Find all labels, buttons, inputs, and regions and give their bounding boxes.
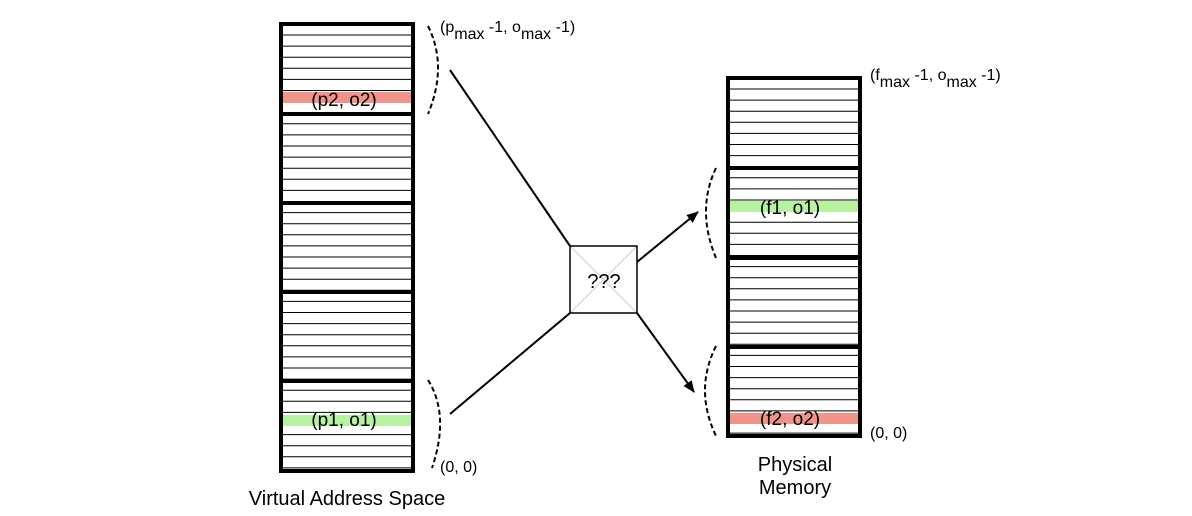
virtual-bottom-brace (427, 379, 442, 469)
physical-frame-dividers (728, 166, 860, 349)
virtual-outline (279, 22, 415, 473)
physical-row-lines (728, 88, 860, 434)
virtual-highlight-bottom-label: (p1, o1) (311, 410, 376, 431)
physical-caption-line2: Memory (758, 477, 832, 499)
physical-highlight-f2-o2 (728, 413, 860, 424)
arrow-to-physical-bottom (636, 312, 695, 393)
physical-highlight-bottom-label: (f2, o2) (760, 409, 820, 430)
physical-top-brace (705, 167, 717, 259)
virtual-caption: Virtual Address Space (248, 488, 446, 510)
arrow-to-physical-top (636, 211, 699, 263)
translator: ??? (569, 245, 638, 314)
translator-cross-2 (569, 245, 638, 314)
physical-top-label: (fmax -1, omax -1) (870, 67, 1001, 91)
connector-virtual-bottom-to-translator (449, 312, 571, 415)
translator-box (569, 245, 638, 314)
virtual-highlight-p1-o1 (281, 415, 413, 426)
physical-caption-line1: Physical (757, 454, 833, 476)
virtual-highlight-top-label: (p2, o2) (311, 90, 376, 111)
physical-highlight-f1-o1 (728, 201, 860, 212)
connector-virtual-top-to-translator (449, 69, 571, 247)
virtual-bottom-label: (0, 0) (440, 459, 477, 476)
physical-highlight-top-label: (f1, o1) (760, 198, 820, 219)
virtual-highlight-p2-o2 (281, 92, 413, 103)
virtual-row-lines (281, 34, 413, 469)
translator-label: ??? (587, 271, 620, 293)
physical-bottom-label: (0, 0) (870, 425, 907, 442)
physical-outline (726, 76, 862, 438)
physical-memory: (f1, o1) (f2, o2) (726, 76, 862, 438)
virtual-top-label: (pmax -1, omax -1) (440, 19, 575, 43)
virtual-page-dividers (281, 112, 413, 383)
physical-bottom-brace (704, 345, 717, 437)
virtual-address-space: (p2, o2) (p1, o1) (279, 22, 415, 473)
virtual-top-brace (427, 25, 439, 115)
